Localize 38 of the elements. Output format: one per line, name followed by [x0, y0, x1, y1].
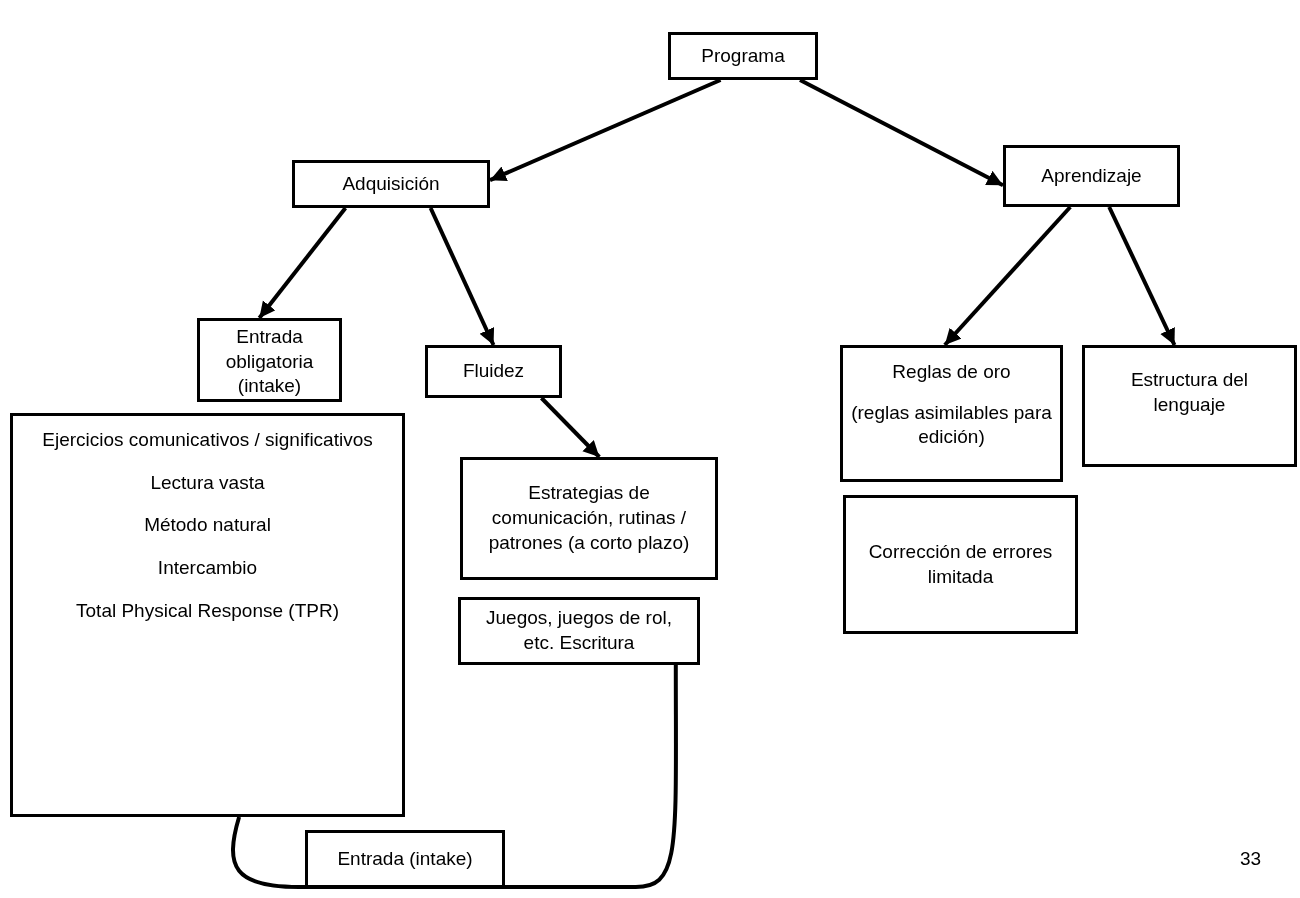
text-box [292, 160, 490, 208]
arrow [489, 78, 722, 182]
box-text: Programa [701, 43, 785, 68]
page-number: 33 [1240, 847, 1262, 871]
box-text: Estructura del lenguaje [1129, 368, 1250, 417]
box-text: Reglas de oro [892, 360, 1011, 384]
arrow [257, 206, 348, 320]
text-box [840, 345, 1063, 482]
arrow [943, 205, 1072, 347]
box-text: Lectura vasta [150, 470, 265, 495]
connector-curve [231, 665, 678, 889]
box-text: Entrada (intake) [337, 846, 473, 871]
arrow [540, 396, 601, 459]
box-text: Juegos, juegos de rol, etc. Escritura [485, 606, 673, 655]
box-text: Intercambio [157, 556, 258, 581]
text-box [197, 318, 342, 402]
box-text: Ejercicios comunicativos / significativos [42, 428, 373, 452]
text-box [305, 830, 505, 888]
box-text: Adquisición [342, 171, 440, 196]
box-text: Aprendizaje [1041, 163, 1142, 188]
box-text: (reglas asimilables para edición) [851, 400, 1052, 450]
text-box [1003, 145, 1180, 207]
box-text: Total Physical Response (TPR) [76, 598, 339, 623]
text-box [10, 413, 405, 817]
text-box [1082, 345, 1297, 467]
arrow [799, 78, 1004, 188]
text-box [460, 457, 718, 580]
box-text: Estrategias de comunicación, rutinas / patrones (a corto plazo) [487, 481, 691, 555]
box-text: Corrección de errores limitada [867, 539, 1054, 589]
text-box [668, 32, 818, 80]
box-text: Fluidez [462, 359, 525, 384]
box-text: Entrada obligatoria (intake) [224, 325, 315, 399]
text-box [843, 495, 1078, 634]
arrow [428, 207, 496, 346]
text-box [425, 345, 562, 398]
text-box [458, 597, 700, 665]
box-text: Método natural [144, 513, 271, 538]
arrow [1107, 206, 1177, 346]
